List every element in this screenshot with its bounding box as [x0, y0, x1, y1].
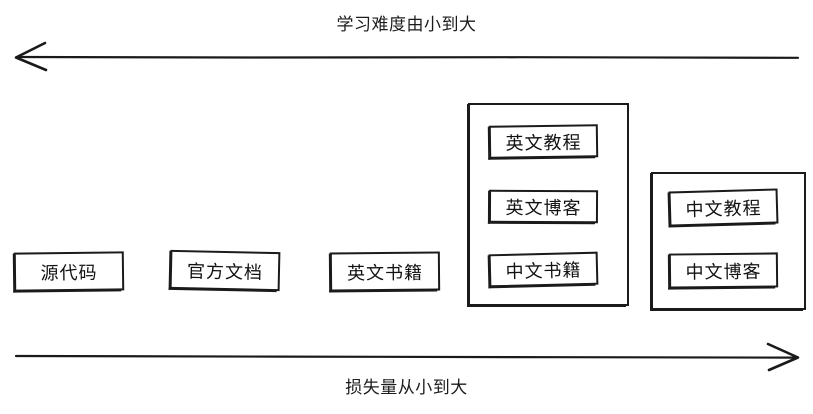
top-axis-arrow	[14, 41, 800, 72]
node-english-tutorial[interactable]: 英文教程	[488, 124, 599, 159]
node-chinese-tutorial[interactable]: 中文教程	[668, 188, 779, 227]
node-source-code[interactable]: 源代码	[13, 251, 125, 292]
top-axis-label: 学习难度由小到大	[336, 15, 477, 35]
node-english-books[interactable]: 英文书籍	[329, 251, 441, 292]
node-official-docs[interactable]: 官方文档	[169, 249, 281, 292]
node-english-blog[interactable]: 英文博客	[488, 189, 599, 224]
node-label: 官方文档	[186, 260, 264, 284]
node-label: 中文书籍	[505, 259, 582, 283]
node-label: 中文博客	[685, 261, 762, 283]
node-label: 英文书籍	[346, 262, 424, 284]
bottom-axis-arrow	[14, 342, 800, 372]
node-label: 源代码	[40, 262, 98, 284]
node-label: 中文教程	[685, 197, 762, 221]
bottom-axis-label: 损失量从小到大	[345, 378, 468, 398]
node-label: 英文教程	[505, 131, 582, 155]
node-label: 英文博客	[505, 197, 582, 219]
node-chinese-books[interactable]: 中文书籍	[488, 251, 599, 288]
node-chinese-blog[interactable]: 中文博客	[668, 252, 779, 289]
